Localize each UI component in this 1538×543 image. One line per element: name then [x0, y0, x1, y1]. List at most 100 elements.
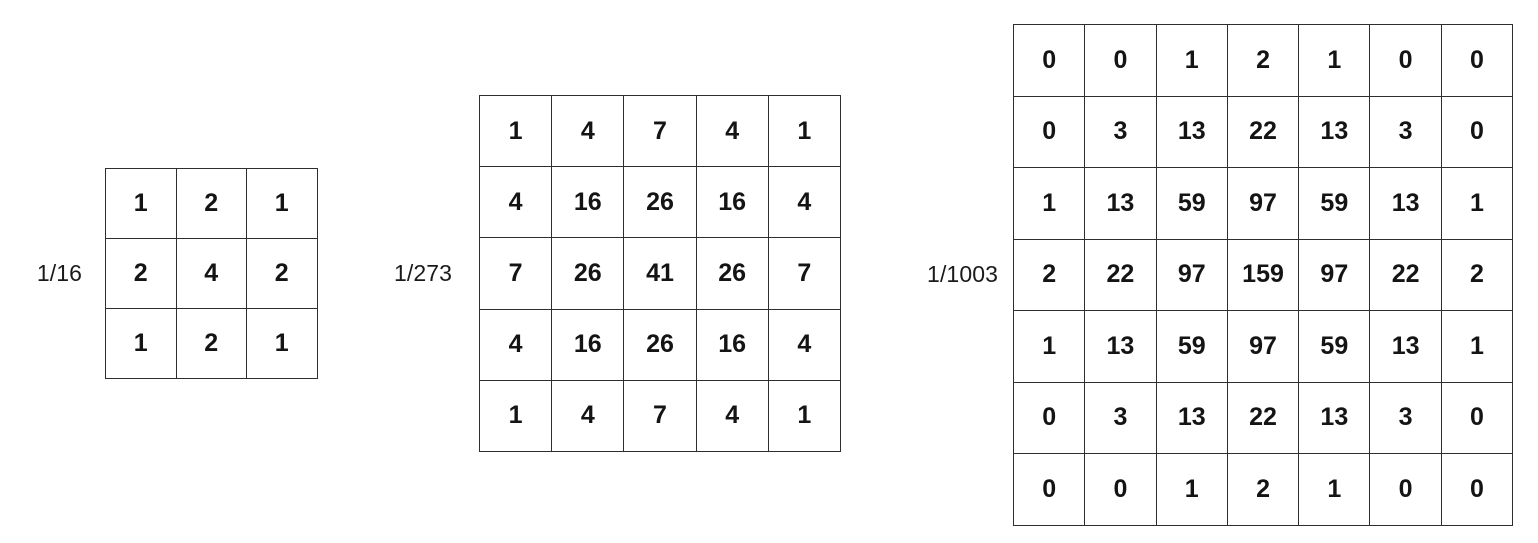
matrix-cell: 1	[1155, 453, 1228, 526]
matrix-cell: 4	[695, 379, 769, 452]
scale-label-3x3: 1/16	[36, 260, 82, 286]
matrix-cell: 2	[246, 238, 318, 309]
matrix-cell: 97	[1226, 310, 1300, 383]
matrix-cell: 22	[1084, 238, 1157, 311]
matrix-cell: 97	[1298, 238, 1371, 311]
matrix-cell: 4	[767, 166, 841, 239]
matrix-cell: 0	[1012, 453, 1086, 526]
scale-label-5x5: 1/273	[393, 259, 452, 286]
matrix-cell: 2	[1012, 238, 1086, 311]
matrix-cell: 26	[623, 308, 697, 381]
matrix-cell: 3	[1369, 95, 1442, 168]
matrix-cell: 59	[1298, 167, 1371, 240]
matrix-cell: 2	[105, 238, 177, 309]
matrix-cell: 1	[478, 94, 553, 168]
matrix-cell: 16	[695, 166, 769, 239]
matrix-cell: 0	[1369, 453, 1442, 526]
matrix-cell: 13	[1369, 310, 1442, 383]
matrix-cell: 0	[1440, 381, 1514, 454]
matrix-cell: 1	[105, 168, 177, 239]
matrix-cell: 59	[1298, 310, 1371, 383]
matrix-cell: 1	[767, 379, 841, 452]
matrix-cell: 4	[478, 308, 553, 381]
matrix-cell: 0	[1369, 24, 1442, 97]
matrix-cell: 1	[246, 308, 318, 379]
matrix-cell: 2	[1226, 453, 1300, 526]
matrix-cell: 2	[175, 168, 247, 239]
matrix-cell: 26	[695, 237, 769, 310]
matrix-cell: 4	[695, 94, 769, 168]
matrix-cell: 159	[1226, 238, 1300, 311]
matrix-cell: 1	[1012, 167, 1086, 240]
matrix-cell: 97	[1155, 238, 1228, 311]
matrix-cell: 0	[1012, 95, 1086, 168]
matrix-cell: 4	[767, 308, 841, 381]
matrix-cell: 2	[1226, 24, 1300, 97]
matrix-cell: 13	[1298, 95, 1371, 168]
matrix-cell: 2	[1440, 238, 1514, 311]
matrix-cell: 1	[246, 168, 318, 239]
matrix-cell: 22	[1226, 381, 1300, 454]
matrix-cell: 22	[1226, 95, 1300, 168]
matrix-cell: 2	[175, 308, 247, 379]
matrix-cell: 26	[551, 237, 625, 310]
matrix-cell: 1	[767, 94, 841, 168]
matrix-cell: 4	[175, 238, 247, 309]
matrix-cell: 7	[623, 379, 697, 452]
matrix-cell: 26	[623, 166, 697, 239]
matrix-cell: 59	[1155, 310, 1228, 383]
matrix-cell: 0	[1440, 453, 1514, 526]
matrix-cell: 22	[1369, 238, 1442, 311]
matrix-cell: 13	[1155, 381, 1228, 454]
matrix-cell: 4	[478, 166, 553, 239]
matrix-cell: 13	[1298, 381, 1371, 454]
matrix-cell: 1	[1440, 167, 1514, 240]
matrix-cell: 1	[1012, 310, 1086, 383]
matrix-cell: 97	[1226, 167, 1300, 240]
matrix-cell: 13	[1084, 167, 1157, 240]
matrix-cell: 0	[1084, 24, 1157, 97]
matrix-cell: 16	[695, 308, 769, 381]
matrix-cell: 3	[1084, 95, 1157, 168]
matrix-cell: 1	[1155, 24, 1228, 97]
matrix-cell: 13	[1155, 95, 1228, 168]
matrix-cell: 3	[1369, 381, 1442, 454]
matrix-cell: 0	[1440, 95, 1514, 168]
scale-label-7x7: 1/1003	[927, 261, 998, 288]
matrix-cell: 7	[767, 237, 841, 310]
matrix-cell: 1	[1298, 24, 1371, 97]
matrix-cell: 1	[478, 379, 553, 452]
matrix-cell: 1	[1298, 453, 1371, 526]
matrix-cell: 4	[551, 379, 625, 452]
matrix-cell: 16	[551, 308, 625, 381]
matrix-cell: 16	[551, 166, 625, 239]
matrix-cell: 0	[1084, 453, 1157, 526]
matrix-cell: 13	[1369, 167, 1442, 240]
matrix-cell: 7	[623, 94, 697, 168]
matrix-cell: 7	[478, 237, 553, 310]
matrix-cell: 1	[105, 308, 177, 379]
